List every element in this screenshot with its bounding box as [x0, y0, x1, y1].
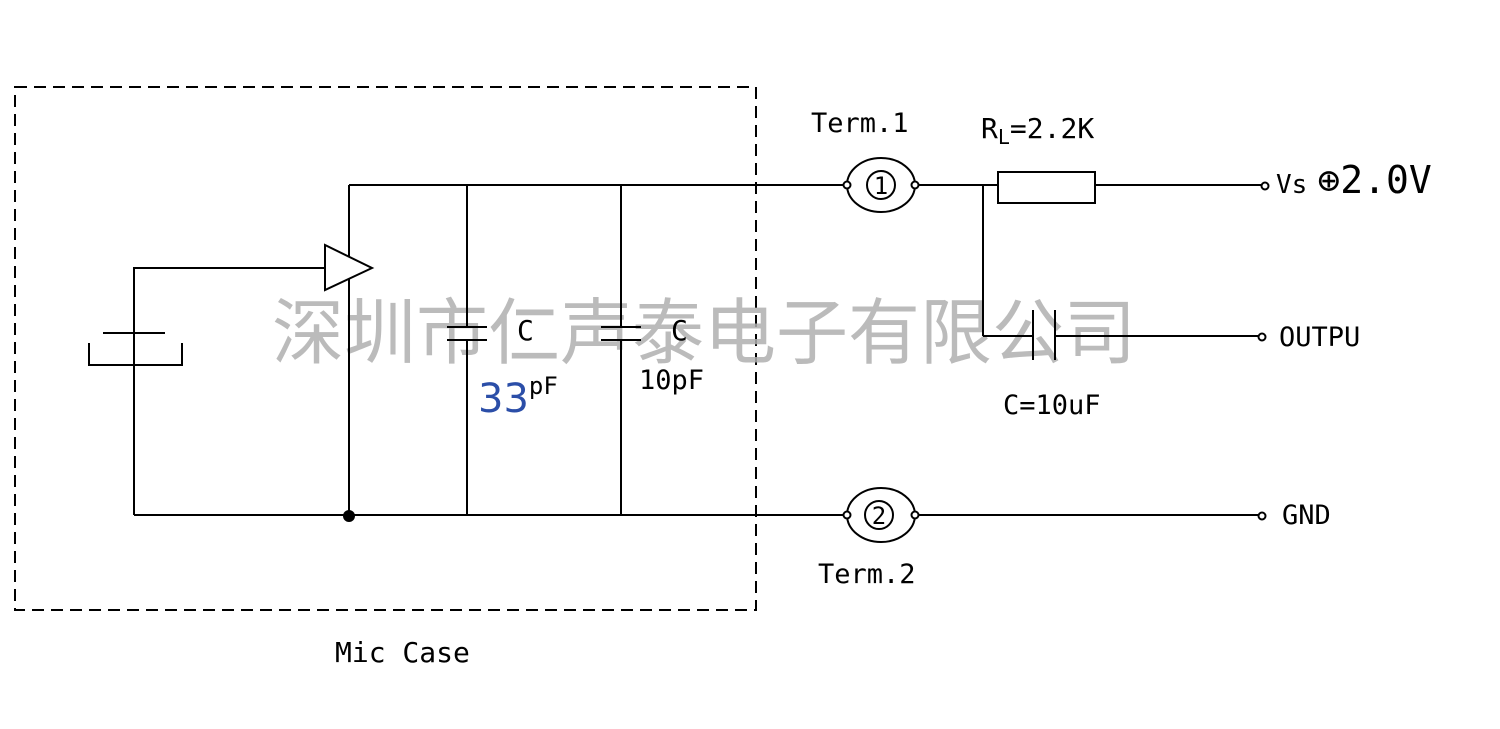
load-resistor-label: RL=2.2K [981, 112, 1094, 149]
output-label: OUTPU [1279, 322, 1360, 353]
gnd-label: GND [1282, 500, 1331, 531]
cap1-name-label: C [517, 314, 534, 347]
watermark-text: 深圳市仁声泰电子有限公司 [272, 291, 1136, 375]
term2-label: Term.2 [818, 559, 916, 590]
coupling-capacitor-label: C=10uF [1003, 390, 1101, 421]
vs-label: Vs⊕2.0V [1276, 158, 1432, 202]
amplifier-triangle-icon [324, 185, 375, 515]
terminal-2-icon [842, 487, 920, 543]
cap2-value-label: 10pF [639, 365, 704, 396]
terminal-2-number: 2 [872, 502, 886, 530]
capacitor-10pf-icon [601, 185, 641, 515]
electret-capsule-icon [88, 267, 325, 515]
mic-case-label: Mic Case [335, 636, 470, 669]
vs-terminal-dot [1260, 181, 1270, 191]
mic-case-boundary [14, 86, 757, 611]
load-resistor-icon [997, 171, 1096, 204]
terminal-1-number: 1 [874, 172, 888, 200]
output-terminal-dot [1257, 332, 1267, 342]
cap1-value-label: 33pF [478, 372, 558, 422]
terminal-1-icon [842, 157, 920, 213]
capacitor-33pf-icon [447, 185, 487, 515]
term1-label: Term.1 [811, 108, 909, 139]
ground-junction-dot [343, 510, 355, 522]
cap2-name-label: C [671, 314, 688, 347]
gnd-terminal-dot [1257, 511, 1267, 521]
